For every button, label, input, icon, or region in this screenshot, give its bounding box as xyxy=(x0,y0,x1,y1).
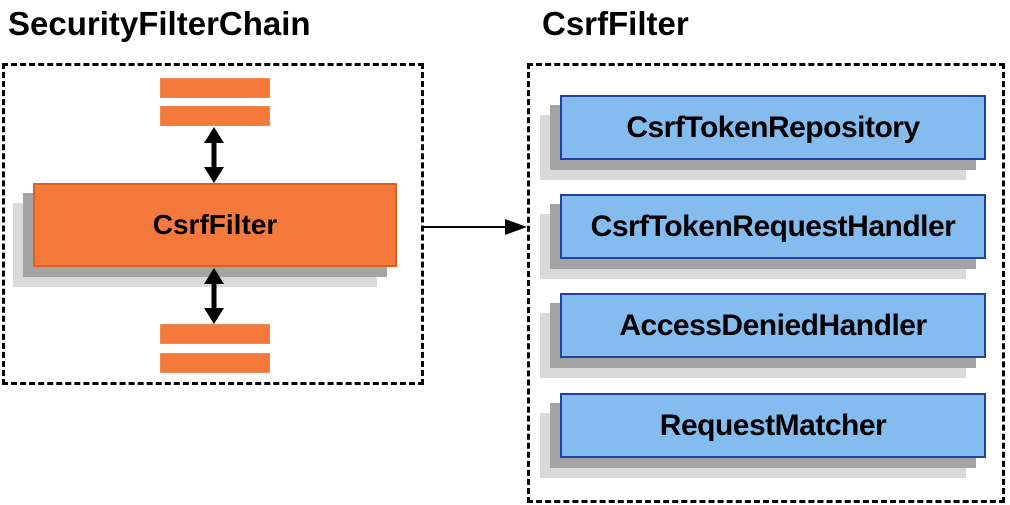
filter-placeholder-bar-bottom-1 xyxy=(160,324,270,344)
component-csrf-token-repository: CsrfTokenRepository xyxy=(560,95,986,160)
security-filter-chain-title: SecurityFilterChain xyxy=(8,5,311,42)
component-csrf-token-request-handler: CsrfTokenRequestHandler xyxy=(560,194,986,259)
filter-placeholder-bar-bottom-2 xyxy=(160,353,270,373)
filter-placeholder-bar-top-2 xyxy=(160,106,270,126)
double-arrow-icon xyxy=(200,127,228,183)
component-label: RequestMatcher xyxy=(659,408,887,442)
component-label: AccessDeniedHandler xyxy=(619,308,927,342)
csrf-filter-node-label: CsrfFilter xyxy=(152,209,278,240)
double-arrow-icon xyxy=(200,268,228,324)
security-filter-chain-container xyxy=(2,63,424,385)
component-access-denied-handler: AccessDeniedHandler xyxy=(560,293,986,358)
csrf-filter-title: CsrfFilter xyxy=(542,5,689,42)
csrf-filter-node: CsrfFilter xyxy=(33,183,397,267)
component-label: CsrfTokenRepository xyxy=(626,110,920,144)
csrf-filter-container xyxy=(527,63,1005,503)
filter-placeholder-bar-top-1 xyxy=(160,78,270,98)
component-label: CsrfTokenRequestHandler xyxy=(590,209,956,243)
flow-arrow-icon xyxy=(424,217,527,237)
component-request-matcher: RequestMatcher xyxy=(560,393,986,458)
